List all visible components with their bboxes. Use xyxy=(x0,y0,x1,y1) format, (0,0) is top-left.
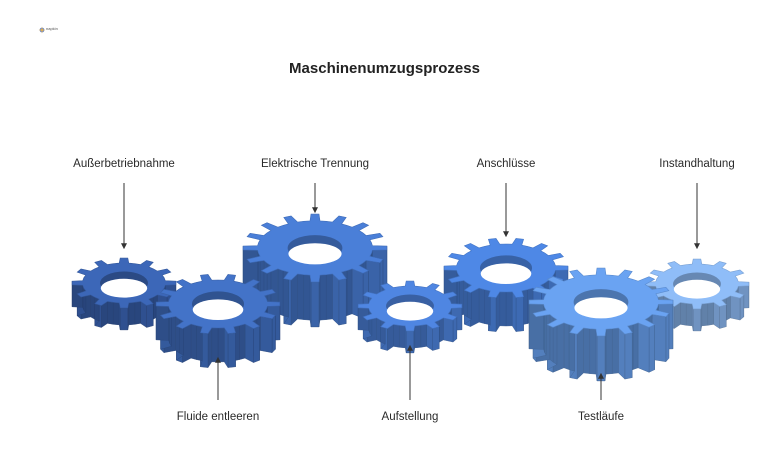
logo-icon xyxy=(38,26,46,34)
label-anschluesse: Anschlüsse xyxy=(476,158,536,170)
label-fluide-entleeren: Fluide entleeren xyxy=(176,411,260,423)
page-title: Maschinenumzugsprozess xyxy=(289,60,480,77)
label-aufstellung: Aufstellung xyxy=(381,411,439,423)
label-testlaeufe: Testläufe xyxy=(577,411,625,423)
label-elektrische-trennung: Elektrische Trennung xyxy=(260,158,370,170)
label-ausserbetriebnahme: Außerbetriebnahme xyxy=(73,158,175,170)
gear-fluide-entleeren xyxy=(155,274,281,369)
label-instandhaltung: Instandhaltung xyxy=(659,158,735,170)
logo-text: napkin xyxy=(46,26,58,31)
gear-testlaeufe xyxy=(528,267,674,382)
